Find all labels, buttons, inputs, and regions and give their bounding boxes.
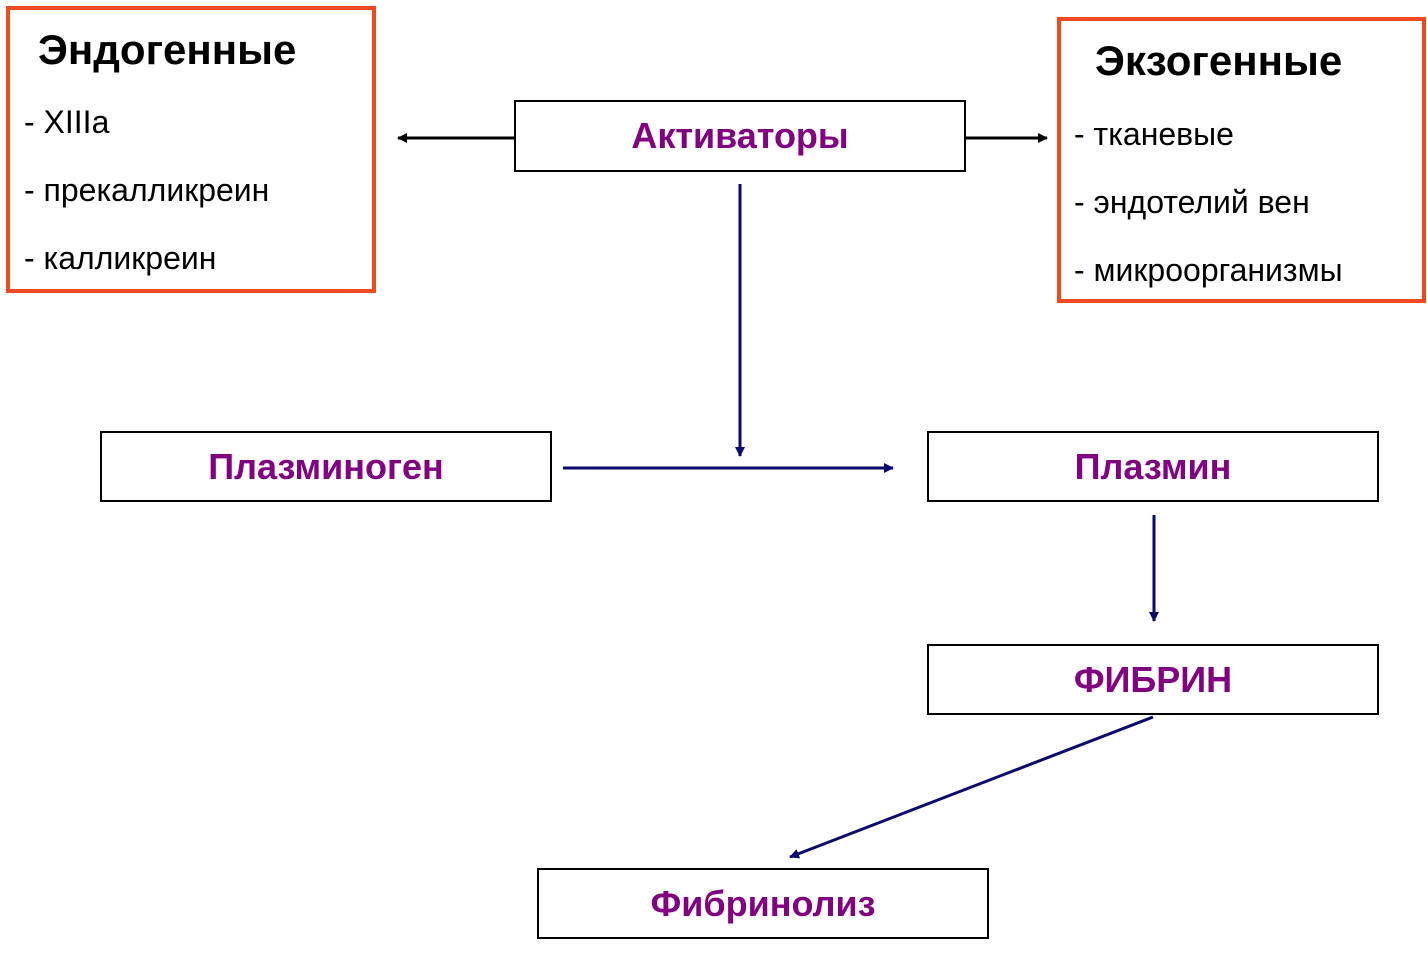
plasmin-node: Плазмин [927, 431, 1379, 502]
exogenous-item-microorganisms: - микроорганизмы [1074, 252, 1343, 288]
endogenous-item-kallikrein: - калликреин [24, 240, 217, 276]
endogenous-item-prekallikrein: - прекалликреин [24, 172, 270, 208]
plasminogen-node: Плазминоген [100, 431, 552, 502]
endogenous-title: Эндогенные [38, 26, 297, 73]
exogenous-item-vein-endothelium: - эндотелий вен [1074, 184, 1310, 220]
arrow-fibrin-to-fibrinolysis [789, 715, 1154, 859]
fibrinolysis-node: Фибринолиз [537, 868, 989, 939]
activators-node: Активаторы [514, 100, 966, 172]
exogenous-box: Экзогенные - тканевые - эндотелий вен - … [1057, 17, 1426, 303]
fibrin-node: ФИБРИН [927, 644, 1379, 715]
exogenous-item-tissue: - тканевые [1074, 116, 1234, 152]
exogenous-title: Экзогенные [1095, 37, 1343, 84]
endogenous-box: Эндогенные - XIIIa - прекалликреин - кал… [6, 6, 376, 293]
endogenous-item-xiiia: - XIIIa [24, 104, 110, 140]
